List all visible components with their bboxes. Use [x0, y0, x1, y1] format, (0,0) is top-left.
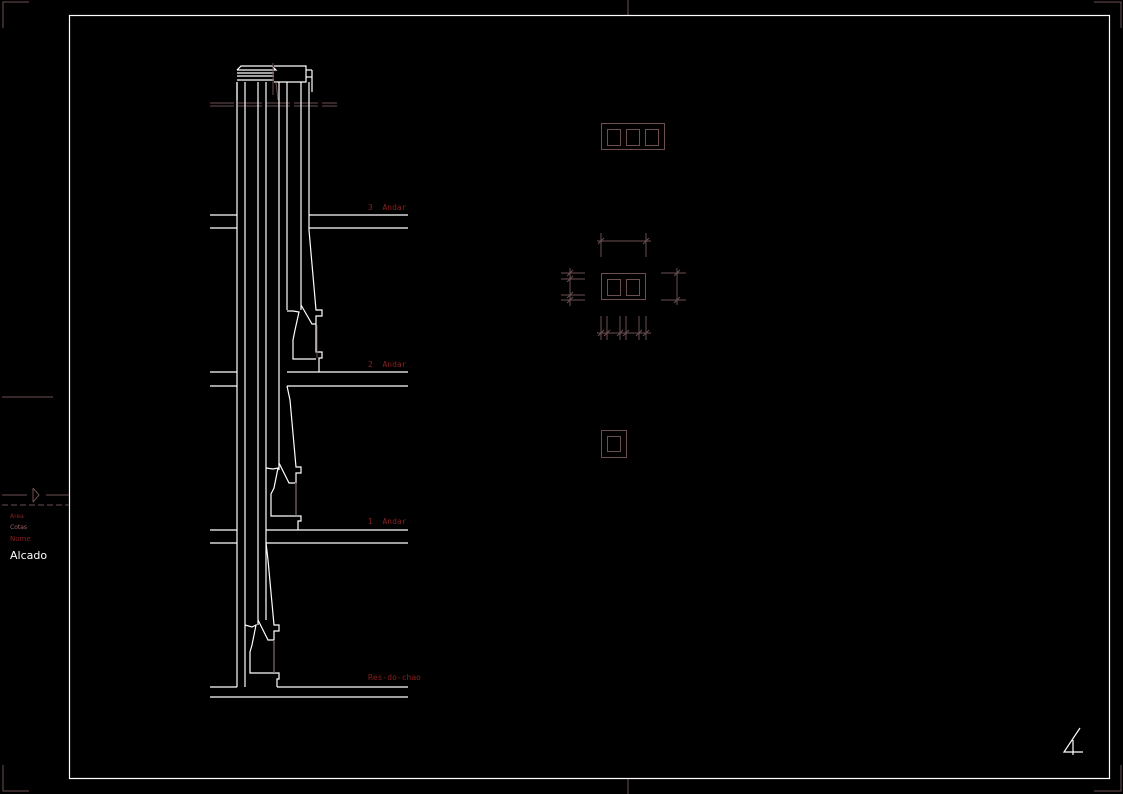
title-area-label: Area: [10, 513, 24, 520]
title-cotas-label: Cotas: [10, 524, 28, 531]
chimney-elevation: [210, 63, 408, 698]
floor-slabs: [210, 214, 408, 698]
drawing-name: Alcado: [10, 549, 48, 562]
title-nome-label: Nome: [10, 535, 31, 543]
roof-line: [210, 102, 337, 107]
sheet-border: [68, 14, 1111, 780]
flue-plan-single: [601, 430, 627, 458]
page-number-glyph: [1062, 727, 1083, 755]
floor-label-ground: Res-do-chao: [368, 673, 421, 682]
fireplace-3rd-floor: [287, 229, 323, 372]
fireplace-2nd-floor: [265, 385, 302, 530]
flue-plan-triple: [601, 123, 665, 150]
page-number: 4: [1064, 726, 1083, 761]
flue-plan-double-dimensioned: [561, 233, 686, 340]
floor-label-2: 2 Andar: [368, 360, 407, 369]
floor-label-3: 3 Andar: [368, 203, 407, 212]
title-strip-markers: [2, 396, 69, 506]
floor-label-1: 1 Andar: [368, 517, 407, 526]
fireplace-1st-floor: [244, 542, 280, 687]
flue-walls: [236, 82, 310, 687]
